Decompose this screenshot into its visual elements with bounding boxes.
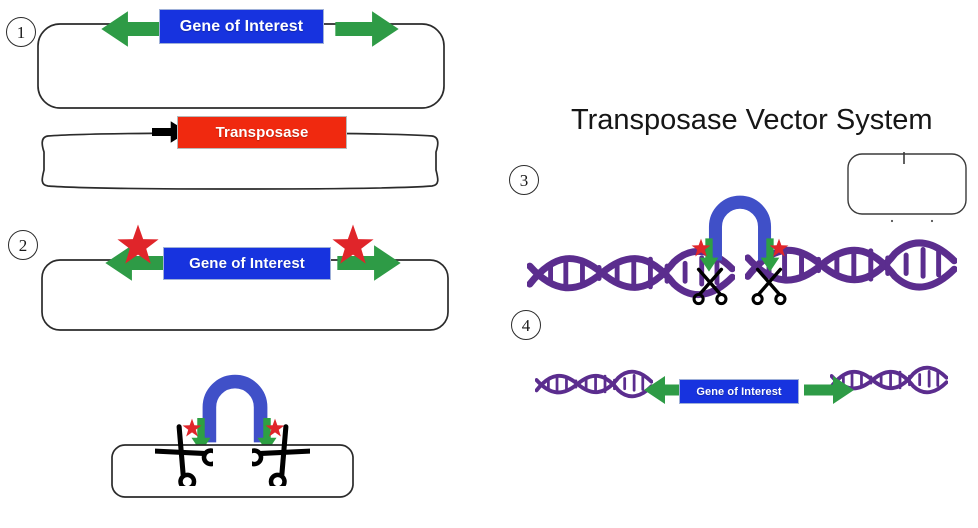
step-number-4: 4	[521, 315, 531, 335]
step-badge-1: 1	[6, 17, 36, 47]
scissors-left-panel3	[692, 267, 728, 306]
gene-of-interest-box-panel4: Gene of Interest	[679, 379, 799, 404]
gene-of-interest-label-panel4: Gene of Interest	[696, 385, 782, 398]
transposon-plasmid-outline	[41, 259, 449, 331]
transposase-star-left-panel3	[691, 238, 711, 257]
gene-of-interest-label: Gene of Interest	[179, 17, 304, 35]
step-number-3: 3	[519, 170, 529, 190]
donor-plasmid-outline	[37, 23, 445, 109]
green-right-arrow-panel4	[804, 376, 854, 404]
scissors-left-panel2	[155, 424, 213, 486]
gene-of-interest-box-panel1: Gene of Interest	[159, 9, 324, 44]
step-badge-3: 3	[509, 165, 539, 195]
green-right-arrow-panel1	[335, 11, 399, 47]
transposase-star-right-panel2	[332, 224, 374, 264]
transposase-star-right-panel3	[769, 238, 789, 257]
transposase-box-panel1: Transposase	[177, 116, 347, 149]
scissors-right-panel3	[751, 267, 787, 306]
genomic-dna-helix-left-panel4	[535, 360, 653, 408]
recipient-plasmid-outline-panel2	[111, 444, 354, 498]
scissors-right-panel2	[252, 424, 310, 486]
step-badge-4: 4	[511, 310, 541, 340]
transposase-label: Transposase	[215, 124, 309, 141]
gene-of-interest-box-panel2: Gene of Interest	[163, 247, 331, 280]
gene-of-interest-label-panel2: Gene of Interest	[189, 255, 305, 272]
step-number-2: 2	[18, 235, 28, 255]
transposase-star-left-panel2	[117, 224, 159, 264]
step-badge-2: 2	[8, 230, 38, 260]
page-title: Transposase Vector System	[571, 104, 933, 136]
step-number-1: 1	[16, 22, 26, 42]
empty-rounded-box	[847, 152, 967, 223]
